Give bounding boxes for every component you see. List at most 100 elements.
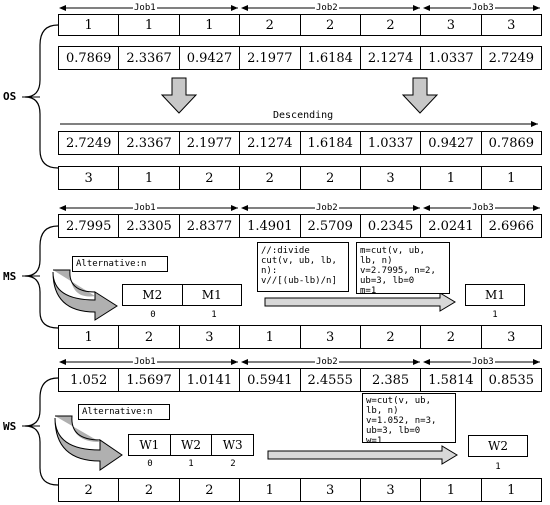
ws-r1-cell: 1.052	[59, 369, 120, 391]
ws-r2-cell: 1	[507, 482, 516, 498]
ws-r1-cell: 1.5697	[119, 369, 180, 391]
os-r3-cell: 2.3367	[119, 132, 180, 154]
ms-row-result: 1 2 3 1 3 2 2 3	[58, 325, 542, 349]
ms-r1-cell: 0.2345	[361, 215, 422, 237]
ms-row-values: 2.7995 2.3305 2.8377 1.4901 2.5709 0.234…	[58, 214, 542, 238]
ws-alt-index: 1	[188, 459, 194, 469]
ws-r1-cell: 2.385	[361, 369, 422, 391]
ms-alt-machine: M1	[201, 288, 222, 302]
ws-alt-worker: W3	[222, 438, 243, 452]
ws-r2-cell: 2	[59, 479, 120, 501]
ms-horizontal-arrow	[264, 292, 456, 312]
ws-example-line: v=1.052, n=3,	[366, 416, 437, 426]
ws-r2-cell: 3	[361, 479, 422, 501]
ms-example-line: m=1	[360, 286, 377, 296]
os-job3-label: Job3	[471, 3, 495, 13]
ws-alt-worker: W1	[129, 435, 171, 455]
ms-formula-box: //:divide cut(v, ub, lb, n): v//[(ub-lb)…	[257, 242, 349, 292]
os-r1-cell: 1	[59, 15, 120, 35]
ms-r1-cell: 2.5709	[301, 215, 361, 237]
ms-r1-cell: 2.0241	[421, 215, 482, 237]
os-r2-cell: 2.1274	[361, 47, 422, 69]
ws-r1-cell: 2.4555	[301, 369, 361, 391]
ws-row-values: 1.052 1.5697 1.0141 0.5941 2.4555 2.385 …	[58, 368, 542, 392]
os-r3-cell: 2.1977	[180, 132, 241, 154]
ms-r2-cell: 3	[301, 326, 361, 348]
ms-formula-line: cut(v, ub, lb, n):	[261, 256, 337, 276]
os-r2-cell: 1.6184	[301, 47, 361, 69]
ws-r2-cell: 2	[180, 479, 241, 501]
ws-curved-arrow	[54, 417, 123, 471]
ws-job3-label: Job3	[471, 357, 495, 367]
os-r1-cell: 3	[507, 17, 516, 33]
os-down-arrow-left	[160, 77, 198, 114]
os-row-sorted: 2.7249 2.3367 2.1977 2.1274 1.6184 1.033…	[58, 131, 542, 155]
ws-r1-cell: 0.8535	[488, 372, 535, 388]
os-section-label: OS	[3, 90, 17, 103]
ms-curved-arrow	[52, 271, 118, 321]
os-r4-cell: 1	[507, 170, 516, 186]
os-r2-cell: 1.0337	[421, 47, 482, 69]
ws-alt-worker: W2	[171, 435, 213, 455]
ws-alt-index: 0	[147, 459, 153, 469]
os-r4-cell: 1	[119, 167, 180, 189]
os-r3-cell: 0.9427	[421, 132, 482, 154]
os-job2-label: Job2	[315, 3, 339, 13]
os-row-job-ids: 1 1 1 2 2 2 3 3	[58, 14, 542, 36]
ws-r2-cell: 2	[119, 479, 180, 501]
os-r4-cell: 3	[59, 167, 120, 189]
os-r3-cell: 1.6184	[301, 132, 361, 154]
os-r4-cell: 1	[421, 167, 482, 189]
ms-r1-cell: 2.7995	[59, 215, 120, 237]
descending-label: Descending	[273, 110, 334, 121]
os-r4-cell: 2	[240, 167, 301, 189]
ms-r1-cell: 2.3305	[119, 215, 180, 237]
ws-job1-label: Job1	[133, 357, 157, 367]
ms-example-line: v=2.7995, n=2,	[360, 266, 436, 276]
ms-alternative-box: Alternative:n	[72, 256, 168, 272]
os-down-arrow-right	[401, 77, 439, 114]
os-r2-cell: 0.9427	[180, 47, 241, 69]
os-r1-cell: 1	[180, 15, 241, 35]
os-r3-cell: 2.7249	[59, 132, 120, 154]
os-r4-cell: 3	[361, 167, 422, 189]
ws-r1-cell: 1.5814	[421, 369, 482, 391]
ms-formula-line: v//[(ub-lb)/n]	[261, 276, 337, 286]
os-row-result: 3 1 2 2 2 3 1 1	[58, 166, 542, 190]
ms-result-index: 1	[492, 310, 498, 320]
ms-r2-cell: 1	[59, 326, 120, 348]
ws-job2-label: Job2	[315, 357, 339, 367]
ws-r2-cell: 3	[301, 479, 361, 501]
ms-r2-cell: 1	[240, 326, 301, 348]
ms-r2-cell: 3	[180, 326, 241, 348]
os-r1-cell: 2	[240, 15, 301, 35]
os-r2-cell: 2.3367	[119, 47, 180, 69]
ms-result-machine: M1	[465, 284, 525, 306]
ms-alt-machines: M2 M1	[122, 284, 242, 306]
ms-job3-label: Job3	[471, 203, 495, 213]
os-r4-cell: 2	[180, 167, 241, 189]
os-r4-cell: 2	[301, 167, 361, 189]
ws-section-label: WS	[3, 420, 17, 433]
ms-r2-cell: 2	[119, 326, 180, 348]
ws-r2-cell: 1	[240, 479, 301, 501]
ms-r1-cell: 2.6966	[488, 218, 535, 234]
ms-r2-cell: 2	[421, 326, 482, 348]
os-r3-cell: 2.1274	[240, 132, 301, 154]
os-r1-cell: 2	[301, 15, 361, 35]
ws-example-box: w=cut(v, ub, lb, n) v=1.052, n=3, ub=3, …	[362, 393, 456, 446]
ms-example-line: ub=3, lb=0	[360, 276, 415, 286]
ms-job2-label: Job2	[315, 203, 339, 213]
os-r2-cell: 2.7249	[488, 50, 535, 66]
ws-result-worker: W2	[468, 435, 528, 457]
ws-result-index: 1	[495, 462, 501, 472]
ms-section-label: MS	[3, 270, 17, 283]
os-job1-label: Job1	[133, 3, 157, 13]
ws-example-line: ub=3, lb=0	[366, 426, 421, 436]
ws-alt-index: 2	[230, 459, 236, 469]
ms-job1-label: Job1	[133, 203, 157, 213]
ws-alt-workers: W1 W2 W3	[128, 434, 254, 456]
ws-row-result: 2 2 2 1 3 3 1 1	[58, 478, 542, 502]
os-row-values: 0.7869 2.3367 0.9427 2.1977 1.6184 2.127…	[58, 46, 542, 70]
ms-example-line: m=cut(v, ub, lb, n)	[360, 246, 426, 266]
